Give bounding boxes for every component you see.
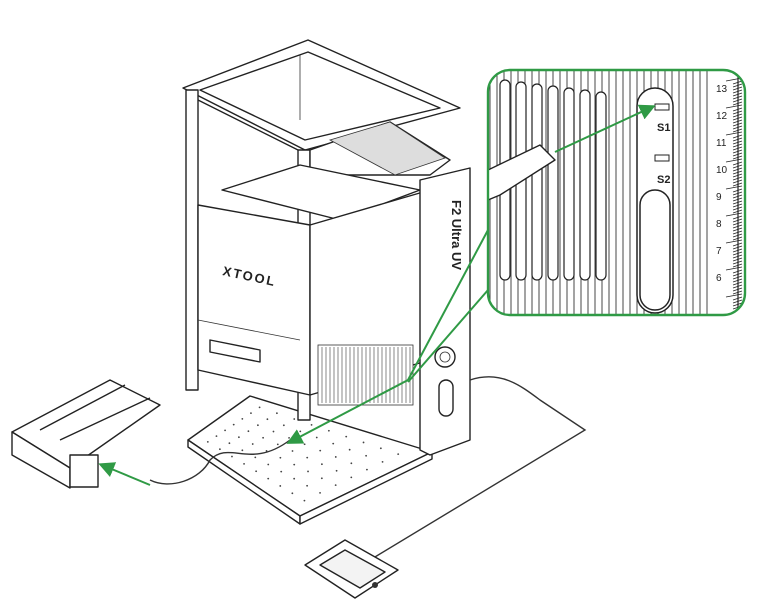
ruler-tick-label: 6 (716, 273, 722, 284)
plate-hole (321, 463, 323, 466)
plate-hole (267, 477, 270, 480)
plate-hole (224, 429, 226, 432)
plate-hole (293, 418, 296, 420)
ruler-tick-label: 7 (716, 246, 722, 257)
plate-hole (258, 406, 261, 409)
plate-hole (350, 462, 353, 465)
plate-hole (303, 443, 306, 446)
handheld-controller (304, 539, 399, 599)
plate-hole (243, 463, 245, 465)
plate-hole (345, 435, 348, 438)
ruler-tick-label: 8 (716, 219, 722, 230)
vent-slot (563, 87, 575, 281)
plate-hole (291, 492, 294, 495)
plate-hole (238, 436, 240, 439)
plate-hole (267, 463, 270, 466)
port-label-s1: S1 (657, 122, 670, 134)
plate-hole (288, 437, 290, 439)
ruler-tick-label: 11 (716, 138, 727, 149)
exhaust-vent (328, 121, 446, 176)
plate-hole (250, 412, 252, 414)
plate-hole (306, 456, 309, 459)
plate-hole (266, 418, 269, 421)
plate-hole (335, 469, 338, 472)
plate-hole (232, 423, 235, 426)
plate-hole (293, 477, 296, 480)
plate-hole (291, 450, 294, 452)
vent-slot (531, 83, 543, 281)
plate-hole (397, 453, 400, 456)
honeycomb-base-plate (187, 395, 433, 525)
plate-hole (255, 470, 258, 473)
plate-hole (254, 456, 257, 459)
vent-slot (579, 89, 591, 281)
plate-hole (315, 436, 318, 439)
plate-hole (276, 443, 279, 446)
port-cluster (438, 379, 454, 417)
ruler-tick-label: 10 (716, 165, 728, 176)
plate-hole (334, 456, 337, 458)
plate-hole (231, 455, 233, 458)
control-knob (434, 346, 456, 368)
machine-enclosure: XTOOL F2 Ultra UV (182, 39, 471, 456)
plate-hole (365, 454, 367, 457)
port-detail-inset: S1 S2 13 12 11 10 9 8 7 6 (486, 68, 747, 317)
port-label-s2: S2 (657, 174, 670, 186)
plate-hole (228, 442, 231, 445)
rotary-connect-arrow (98, 462, 151, 486)
callout-line (407, 289, 489, 383)
vent-slot (547, 85, 559, 281)
plate-hole (241, 449, 244, 452)
plate-hole (293, 463, 296, 466)
callout-line (407, 229, 489, 381)
plate-hole (262, 436, 264, 439)
plate-hole (251, 443, 254, 445)
rear-grille (317, 344, 414, 406)
plate-hole (215, 435, 218, 437)
plate-hole (307, 470, 309, 473)
plate-hole (327, 429, 330, 432)
plate-hole (348, 448, 351, 451)
plate-hole (350, 476, 353, 479)
ruler-tick-label: 13 (716, 84, 728, 95)
cable-route-arrow (286, 379, 409, 444)
plate-hole (334, 484, 337, 487)
plate-hole (247, 430, 250, 433)
ruler-tick-label: 9 (716, 192, 722, 203)
plate-hole (381, 461, 384, 463)
plate-hole (276, 412, 278, 415)
plate-hole (282, 424, 285, 427)
vent-slot (595, 91, 607, 281)
plate-hole (366, 468, 368, 471)
plate-hole (272, 430, 275, 433)
rotary-attachment (11, 379, 161, 489)
plate-hole (206, 440, 209, 443)
plate-hole (362, 441, 365, 444)
plate-hole (279, 485, 282, 487)
plate-hole (310, 424, 313, 426)
plate-hole (306, 484, 308, 487)
port-arrow (554, 104, 656, 153)
plate-hole (303, 499, 306, 502)
controller-cable (369, 376, 587, 561)
rotary-cable (149, 439, 291, 485)
plate-hole (319, 492, 321, 494)
plate-hole (319, 449, 322, 452)
plate-hole (320, 477, 323, 480)
model-label: F2 Ultra UV (449, 200, 464, 270)
ruler-tick-label: 12 (716, 111, 728, 122)
plate-hole (257, 424, 259, 427)
plate-hole (280, 470, 283, 473)
plate-hole (379, 447, 382, 450)
plate-hole (279, 456, 282, 459)
plate-hole (332, 442, 335, 445)
plate-hole (219, 448, 221, 451)
plate-hole (241, 417, 244, 420)
plate-hole (299, 430, 302, 433)
